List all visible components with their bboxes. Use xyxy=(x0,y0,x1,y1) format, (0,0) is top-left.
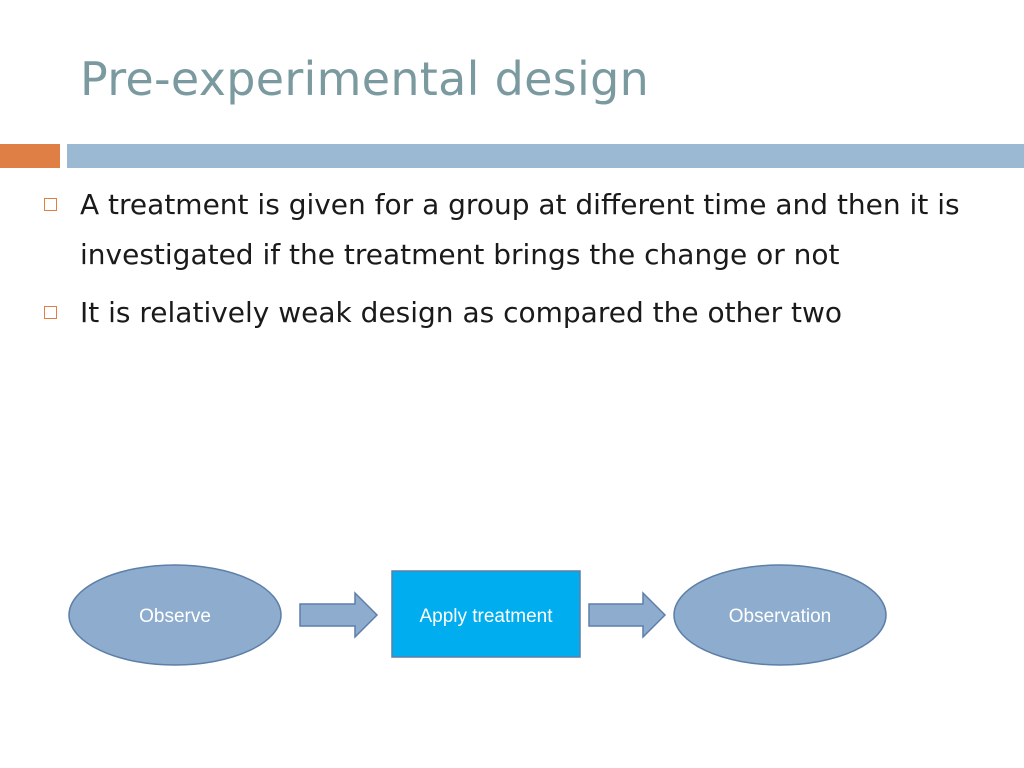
bullet-list: A treatment is given for a group at diff… xyxy=(40,180,1000,346)
bullet-text: A treatment is given for a group at diff… xyxy=(80,188,960,271)
arrow-right-icon xyxy=(588,591,667,639)
slide-title: Pre-experimental design xyxy=(80,52,650,106)
square-bullet-icon xyxy=(44,198,57,211)
apply-treatment-node-label: Apply treatment xyxy=(419,606,553,627)
apply-treatment-node xyxy=(391,570,581,658)
observe-node-label: Observe xyxy=(139,606,211,627)
observe-node xyxy=(68,564,282,666)
bullet-item: It is relatively weak design as compared… xyxy=(40,288,1000,338)
arrow-right-icon xyxy=(299,591,379,639)
observation-node xyxy=(673,564,887,666)
blue-accent-band xyxy=(67,144,1024,168)
square-bullet-icon xyxy=(44,306,57,319)
bullet-text: It is relatively weak design as compared… xyxy=(80,296,842,329)
flow-diagram: Observe Apply treatment Observation xyxy=(68,564,887,666)
observation-node-label: Observation xyxy=(729,606,831,627)
orange-accent-band xyxy=(0,144,60,168)
bullet-item: A treatment is given for a group at diff… xyxy=(40,180,1000,280)
